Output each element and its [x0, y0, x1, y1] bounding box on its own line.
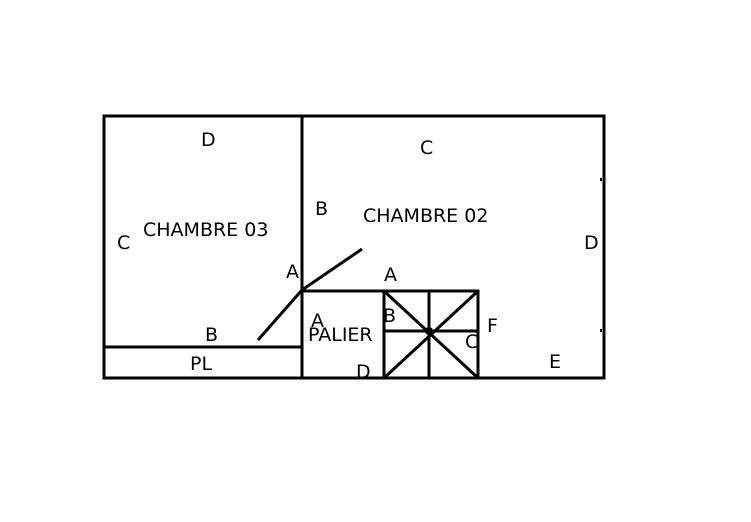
wall-letter: A [384, 264, 397, 286]
wall-letter: E [549, 351, 561, 373]
room-label-chambre-02: CHAMBRE 02 [363, 205, 488, 227]
wall-letter: C [117, 232, 130, 254]
wall-letter: D [201, 129, 216, 151]
room-label-palier: PALIER [308, 324, 373, 346]
wall-letter: D [584, 232, 599, 254]
wall-letter: F [487, 315, 498, 337]
wall-letter: A [286, 261, 299, 283]
wall-letter: D [356, 361, 371, 383]
stair-center-dot [425, 327, 433, 335]
wall-letter: C [420, 137, 433, 159]
wall-letter: C [465, 331, 478, 353]
wall-letter: A [311, 310, 324, 332]
wall-letter: B [315, 198, 328, 220]
staircase [382, 289, 480, 380]
room-label-pl: PL [190, 353, 212, 375]
stair-diagonal [382, 289, 480, 380]
wall-letter: B [383, 305, 396, 327]
door-leaf-chambre-02 [301, 247, 363, 292]
door-leaf-chambre-03 [256, 289, 304, 341]
room-label-chambre-03: CHAMBRE 03 [143, 219, 268, 241]
wall-letter: B [205, 324, 218, 346]
outer-wall [102, 114, 606, 380]
